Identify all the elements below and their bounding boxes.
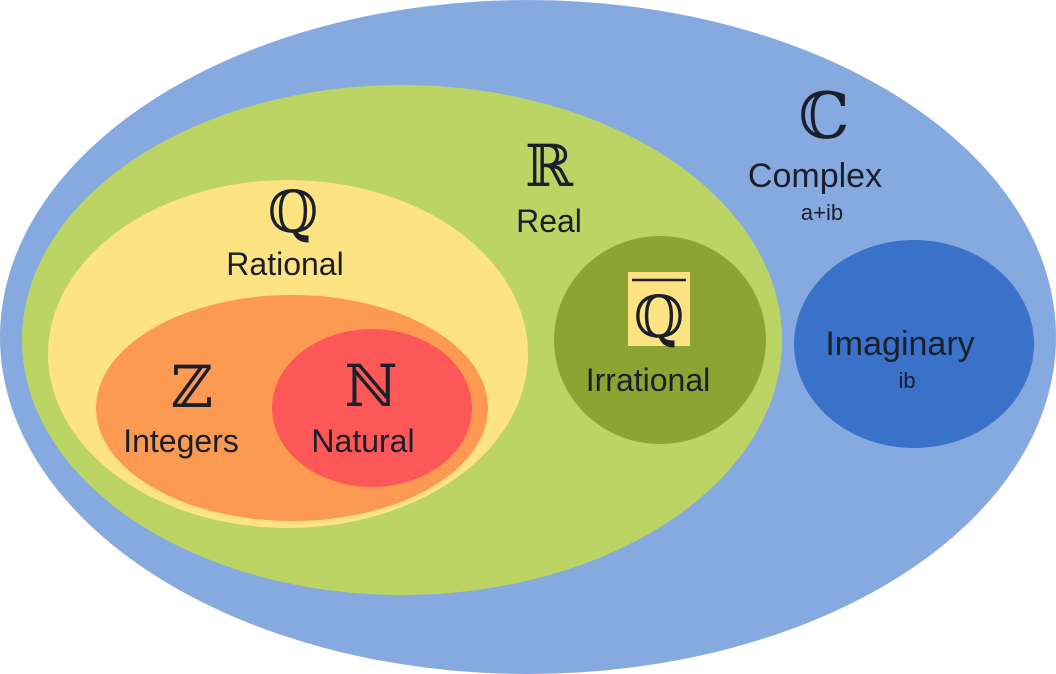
- imaginary-form-label: ib: [898, 368, 915, 393]
- irrational-symbol-badge: [628, 272, 690, 346]
- irrational-symbol: ℚ: [634, 283, 685, 351]
- imaginary-set-region: [794, 240, 1034, 448]
- complex-symbol: ℂ: [799, 80, 850, 154]
- natural-set-region: [272, 329, 472, 487]
- rational-symbol: ℚ: [268, 178, 319, 246]
- integers-label: Integers: [123, 423, 239, 459]
- natural-label: Natural: [311, 423, 414, 459]
- real-label: Real: [516, 203, 582, 239]
- real-symbol: ℝ: [525, 132, 574, 200]
- integers-symbol: ℤ: [171, 353, 213, 421]
- imaginary-label: Imaginary: [825, 325, 974, 363]
- rational-label: Rational: [226, 246, 343, 282]
- irrational-label: Irrational: [586, 362, 711, 398]
- natural-symbol: ℕ: [344, 352, 397, 420]
- complex-form-label: a+ib: [801, 200, 843, 225]
- complex-label: Complex: [748, 157, 882, 195]
